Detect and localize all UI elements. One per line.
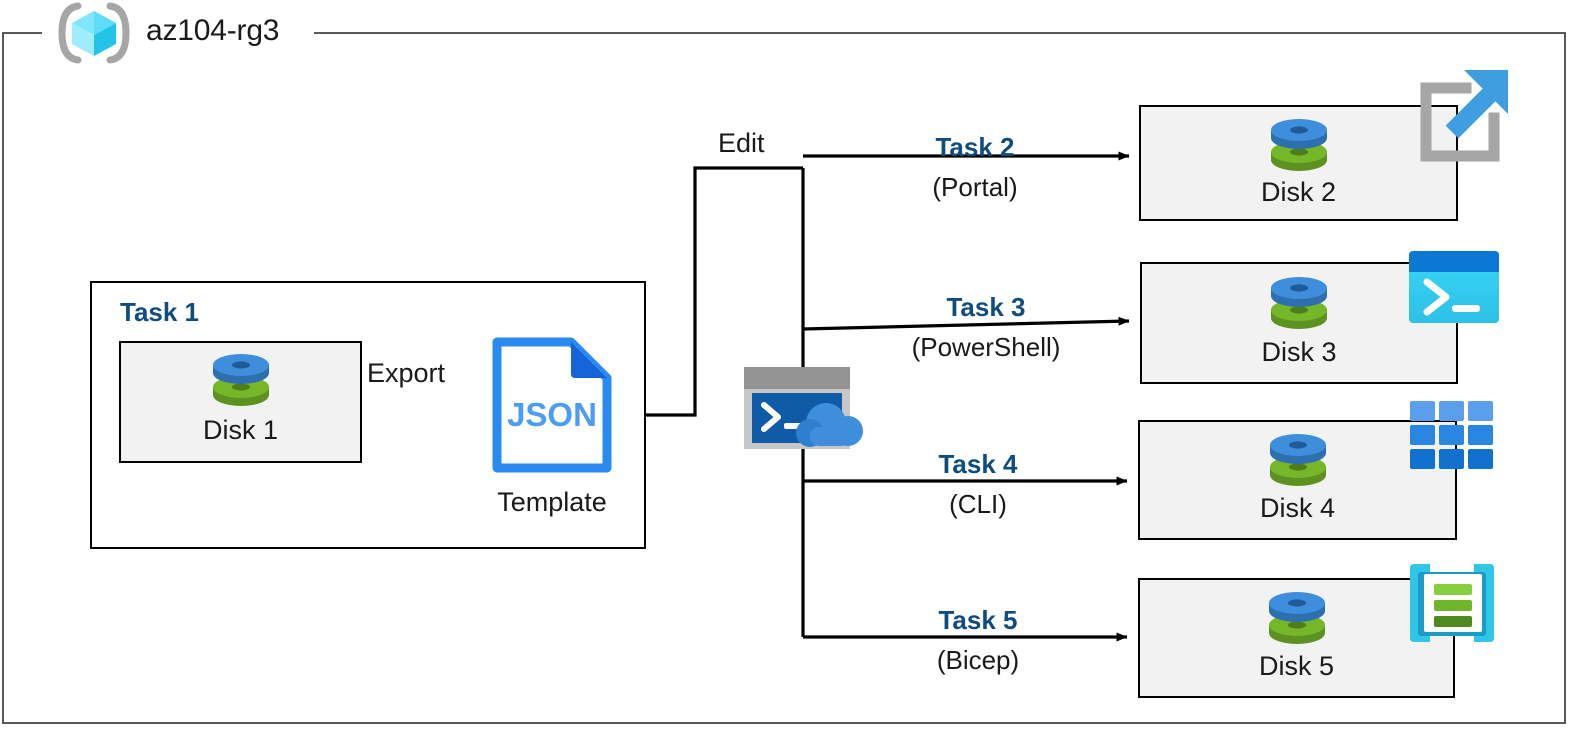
- disk5-caption: Disk 5: [1258, 651, 1334, 681]
- disk4-caption: Disk 4: [1259, 493, 1335, 523]
- disk3-caption: Disk 3: [1261, 337, 1337, 367]
- task4-tool-label: (CLI): [949, 489, 1007, 519]
- task4-label: Task 4: [938, 449, 1018, 479]
- disk3-box[interactable]: Disk 3: [1140, 262, 1458, 384]
- task1-label: Task 1: [120, 297, 200, 327]
- disk1-box[interactable]: Disk 1: [119, 341, 362, 463]
- edit-label: Edit: [718, 128, 765, 158]
- task3-tool-label: (PowerShell): [911, 332, 1061, 362]
- task5-label: Task 5: [938, 605, 1018, 635]
- task2-tool-label: (Portal): [932, 172, 1018, 202]
- task5-tool-label: (Bicep): [936, 645, 1020, 675]
- disk1-caption: Disk 1: [202, 415, 278, 445]
- disk2-box[interactable]: Disk 2: [1139, 105, 1458, 221]
- resource-group-name: az104-rg3: [146, 14, 280, 47]
- json-file-type-label: JSON: [507, 396, 597, 433]
- export-label: Export: [367, 358, 446, 388]
- disk4-box[interactable]: Disk 4: [1138, 420, 1457, 540]
- task3-label: Task 3: [946, 292, 1026, 322]
- template-caption: Template: [497, 487, 607, 517]
- task2-label: Task 2: [935, 132, 1015, 162]
- disk5-box[interactable]: Disk 5: [1138, 578, 1455, 698]
- disk2-caption: Disk 2: [1260, 177, 1336, 207]
- resource-group-frame: [2, 32, 1566, 724]
